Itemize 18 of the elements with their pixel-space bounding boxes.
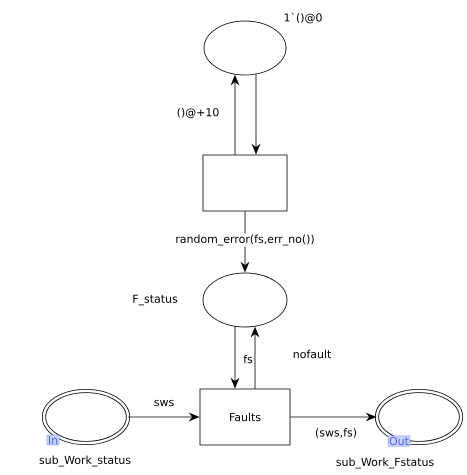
edge-label: sws: [152, 398, 176, 408]
transition-box: [202, 154, 288, 212]
port-tag: In: [46, 434, 60, 446]
transition-box: Faults: [200, 388, 290, 446]
edge-label: random_error(fs,err_no()): [174, 234, 316, 246]
port-place-ellipse: [42, 388, 130, 446]
edge-label: ()@+10: [176, 106, 220, 120]
place-label: sub_Work_Fstatus: [336, 458, 434, 468]
port-place-ellipse: [374, 388, 464, 446]
place-label: sub_Work_status: [40, 456, 130, 466]
place-label: 1`()@0: [284, 12, 322, 24]
edge-label: nofault: [292, 348, 332, 360]
port-tag: Out: [388, 436, 410, 446]
place-ellipse: [204, 20, 286, 76]
edge-label: fs: [242, 354, 254, 364]
place-ellipse: [202, 272, 288, 328]
place-label: F_status: [133, 294, 178, 306]
edge-label: (sws,fs): [314, 427, 358, 439]
